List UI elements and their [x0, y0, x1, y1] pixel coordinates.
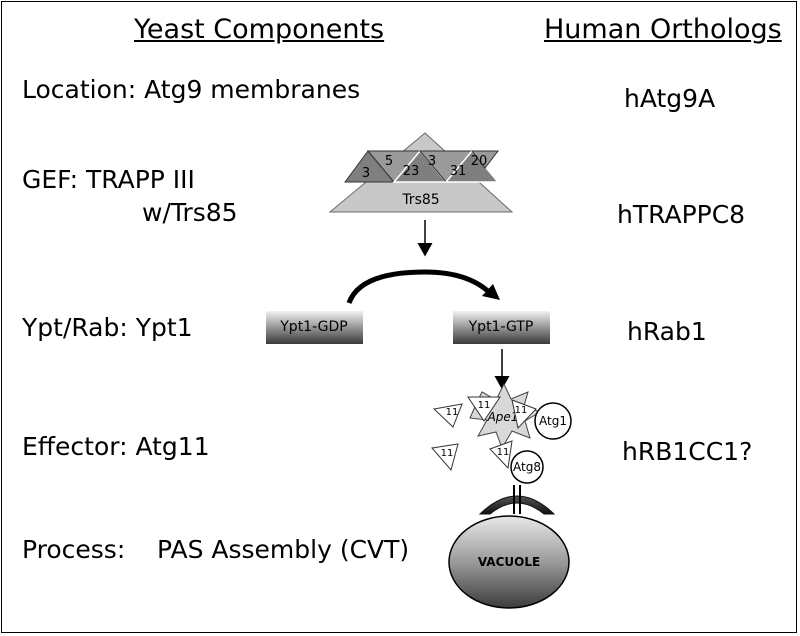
atg8-label: Atg8 — [513, 460, 541, 474]
trapp-iii-complex: 3 5 23 3 31 20 Trs85 — [328, 132, 514, 213]
ortholog-htrappc8: hTRAPPC8 — [617, 200, 746, 229]
atg11-triangle-right — [511, 399, 537, 430]
atg11-triangle-left — [432, 403, 463, 428]
gef-exchange-arc — [346, 269, 494, 304]
atg11-label-bottom-left: 11 — [441, 448, 454, 459]
subunit-label-3a: 3 — [362, 166, 370, 181]
header-human-orthologs: Human Orthologs — [544, 14, 782, 45]
ortholog-hrab1: hRab1 — [627, 317, 707, 346]
ypt1-gtp-label: Ypt1-GTP — [468, 319, 534, 335]
pas-cluster: Ape1 11 11 11 11 11 Atg1 Atg8 — [431, 382, 572, 484]
subunit-label-23: 23 — [403, 164, 420, 179]
label-gef-trs85: w/Trs85 — [142, 198, 238, 227]
label-effector: Effector: Atg11 — [22, 432, 210, 461]
gef-exchange-arrowhead — [482, 284, 500, 300]
atg11-triangle-bottom-right — [489, 440, 513, 470]
ypt1-gtp-bar — [453, 311, 550, 344]
atg11-label-top: 11 — [478, 400, 491, 411]
vacuole-label: VACUOLE — [478, 555, 540, 569]
ypt1-gdp-label: Ypt1-GDP — [279, 319, 347, 335]
atg1-label: Atg1 — [539, 414, 567, 428]
subunit-label-20: 20 — [471, 154, 488, 169]
atg8-circle — [510, 450, 544, 484]
trapp-subunit-20 — [470, 150, 500, 169]
atg11-label-right: 11 — [515, 405, 528, 416]
label-location: Location: Atg9 membranes — [22, 75, 361, 104]
label-gef: GEF: TRAPP III — [22, 165, 195, 194]
ypt1-gtp: Ypt1-GTP — [453, 311, 550, 344]
subunit-label-3b: 3 — [428, 154, 436, 169]
atg11-triangle-bottom-left — [431, 443, 459, 472]
header-yeast-components: Yeast Components — [134, 14, 385, 45]
phagophore-membrane — [478, 495, 556, 515]
subunit-label-5: 5 — [385, 154, 393, 169]
subunit-label-31: 31 — [450, 164, 467, 179]
label-process-value: PAS Assembly (CVT) — [157, 535, 410, 564]
ortholog-hrb1cc1: hRB1CC1? — [622, 437, 753, 466]
ypt1-gdp-bar — [266, 311, 363, 344]
ypt1-gdp: Ypt1-GDP — [266, 311, 363, 344]
trs85-label: Trs85 — [401, 192, 439, 208]
atg11-triangle-top — [467, 396, 501, 422]
atg1-circle — [534, 402, 572, 440]
vacuole — [448, 515, 570, 609]
ortholog-hatg9a: hAtg9A — [624, 84, 716, 113]
atg11-label-bottom-right: 11 — [497, 447, 510, 458]
label-ypt-rab: Ypt/Rab: Ypt1 — [22, 313, 193, 342]
label-process: Process: — [22, 535, 126, 564]
ape1-label: Ape1 — [487, 410, 519, 424]
atg11-label-left: 11 — [446, 407, 459, 418]
